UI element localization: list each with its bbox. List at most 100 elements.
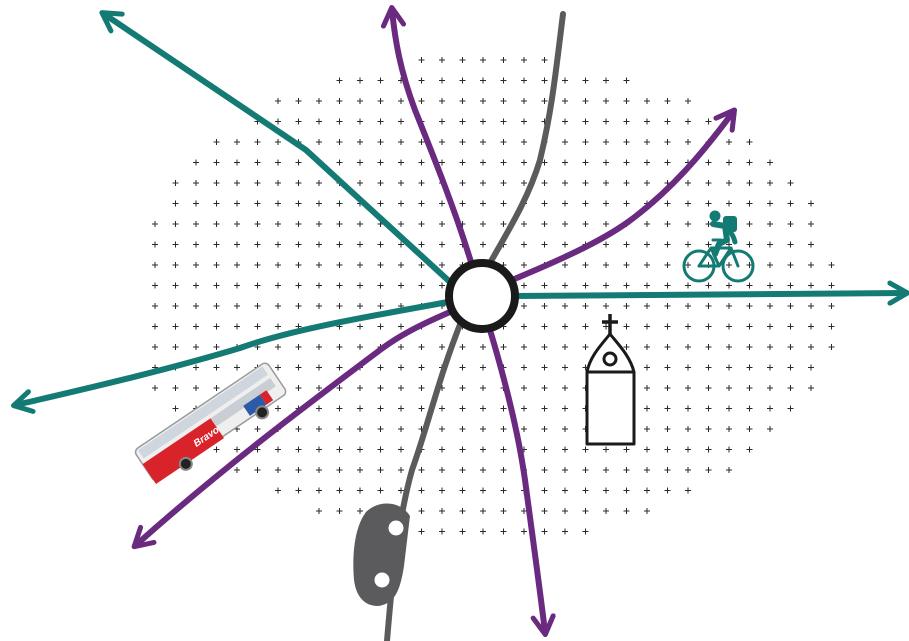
grid-cross-mark — [337, 98, 343, 104]
grid-cross-mark — [214, 385, 220, 391]
grid-cross-mark — [788, 365, 794, 371]
grid-cross-mark — [255, 467, 261, 473]
grid-cross-mark — [521, 221, 527, 227]
grid-cross-mark — [214, 160, 220, 166]
grid-cross-mark — [378, 242, 384, 248]
grid-cross-mark — [726, 406, 732, 412]
grid-cross-mark — [214, 283, 220, 289]
grid-cross-mark — [398, 344, 404, 350]
grid-cross-mark — [439, 447, 445, 453]
grid-cross-mark — [337, 283, 343, 289]
grid-cross-mark — [685, 262, 691, 268]
grid-cross-mark — [542, 385, 548, 391]
grid-cross-mark — [665, 447, 671, 453]
grid-cross-mark — [808, 385, 814, 391]
grid-cross-mark — [603, 242, 609, 248]
grid-cross-mark — [603, 119, 609, 125]
grid-cross-mark — [316, 283, 322, 289]
grid-cross-mark — [316, 139, 322, 145]
grid-cross-mark — [460, 426, 466, 432]
grid-cross-mark — [275, 262, 281, 268]
grid-cross-mark — [419, 139, 425, 145]
grid-cross-mark — [378, 365, 384, 371]
grid-cross-mark — [296, 426, 302, 432]
grid-cross-mark — [706, 303, 712, 309]
grid-cross-mark — [501, 139, 507, 145]
grid-cross-mark — [460, 406, 466, 412]
grid-cross-mark — [603, 467, 609, 473]
grid-cross-mark — [296, 119, 302, 125]
grid-cross-mark — [152, 262, 158, 268]
grid-cross-mark — [357, 344, 363, 350]
grid-cross-mark — [193, 385, 199, 391]
grid-cross-mark — [357, 283, 363, 289]
grid-cross-mark — [624, 283, 630, 289]
grid-cross-mark — [275, 488, 281, 494]
grid-cross-mark — [152, 385, 158, 391]
grid-cross-mark — [296, 385, 302, 391]
route-purple-south — [490, 330, 545, 632]
grid-cross-mark — [685, 303, 691, 309]
grid-cross-mark — [829, 344, 835, 350]
grid-cross-mark — [398, 160, 404, 166]
grid-cross-mark — [398, 180, 404, 186]
grid-cross-mark — [603, 139, 609, 145]
grid-cross-mark — [583, 324, 589, 330]
grid-cross-mark — [357, 426, 363, 432]
grid-cross-mark — [398, 262, 404, 268]
grid-cross-mark — [419, 160, 425, 166]
grid-cross-mark — [480, 98, 486, 104]
grid-cross-mark — [173, 221, 179, 227]
grid-cross-mark — [624, 344, 630, 350]
grid-cross-mark — [521, 78, 527, 84]
grid-cross-mark — [583, 262, 589, 268]
grid-cross-mark — [460, 508, 466, 514]
grid-cross-mark — [419, 365, 425, 371]
grid-cross-mark — [542, 488, 548, 494]
grid-cross-mark — [767, 180, 773, 186]
grid-cross-mark — [480, 180, 486, 186]
grid-cross-mark — [316, 180, 322, 186]
grid-cross-mark — [685, 139, 691, 145]
grid-cross-mark — [501, 160, 507, 166]
grid-cross-mark — [562, 344, 568, 350]
grid-cross-mark — [665, 426, 671, 432]
grid-cross-mark — [644, 447, 650, 453]
grid-cross-mark — [767, 303, 773, 309]
grid-cross-mark — [685, 242, 691, 248]
grid-cross-mark — [316, 201, 322, 207]
hub-circle — [449, 263, 515, 329]
grid-cross-mark — [808, 201, 814, 207]
grid-cross-mark — [747, 139, 753, 145]
grid-cross-mark — [808, 221, 814, 227]
grid-cross-mark — [255, 242, 261, 248]
grid-cross-mark — [562, 324, 568, 330]
grid-cross-mark — [460, 344, 466, 350]
grid-cross-mark — [624, 324, 630, 330]
grid-cross-mark — [419, 57, 425, 63]
grid-cross-mark — [378, 119, 384, 125]
grid-cross-mark — [583, 467, 589, 473]
grid-cross-mark — [439, 529, 445, 535]
grid-cross-mark — [726, 344, 732, 350]
grid-cross-mark — [460, 98, 466, 104]
grid-cross-mark — [193, 160, 199, 166]
grid-cross-mark — [439, 221, 445, 227]
grid-cross-mark — [357, 262, 363, 268]
grid-cross-mark — [152, 283, 158, 289]
grid-cross-mark — [767, 385, 773, 391]
grid-cross-mark — [460, 447, 466, 453]
grid-cross-mark — [665, 488, 671, 494]
grid-cross-mark — [562, 201, 568, 207]
grid-cross-mark — [542, 344, 548, 350]
grid-cross-mark — [501, 78, 507, 84]
grid-cross-mark — [665, 201, 671, 207]
grid-cross-mark — [480, 242, 486, 248]
grid-cross-mark — [726, 303, 732, 309]
grid-cross-mark — [583, 201, 589, 207]
grid-cross-mark — [501, 447, 507, 453]
grid-cross-mark — [542, 283, 548, 289]
grid-cross-mark — [583, 98, 589, 104]
grid-cross-mark — [665, 262, 671, 268]
grid-cross-mark — [603, 180, 609, 186]
